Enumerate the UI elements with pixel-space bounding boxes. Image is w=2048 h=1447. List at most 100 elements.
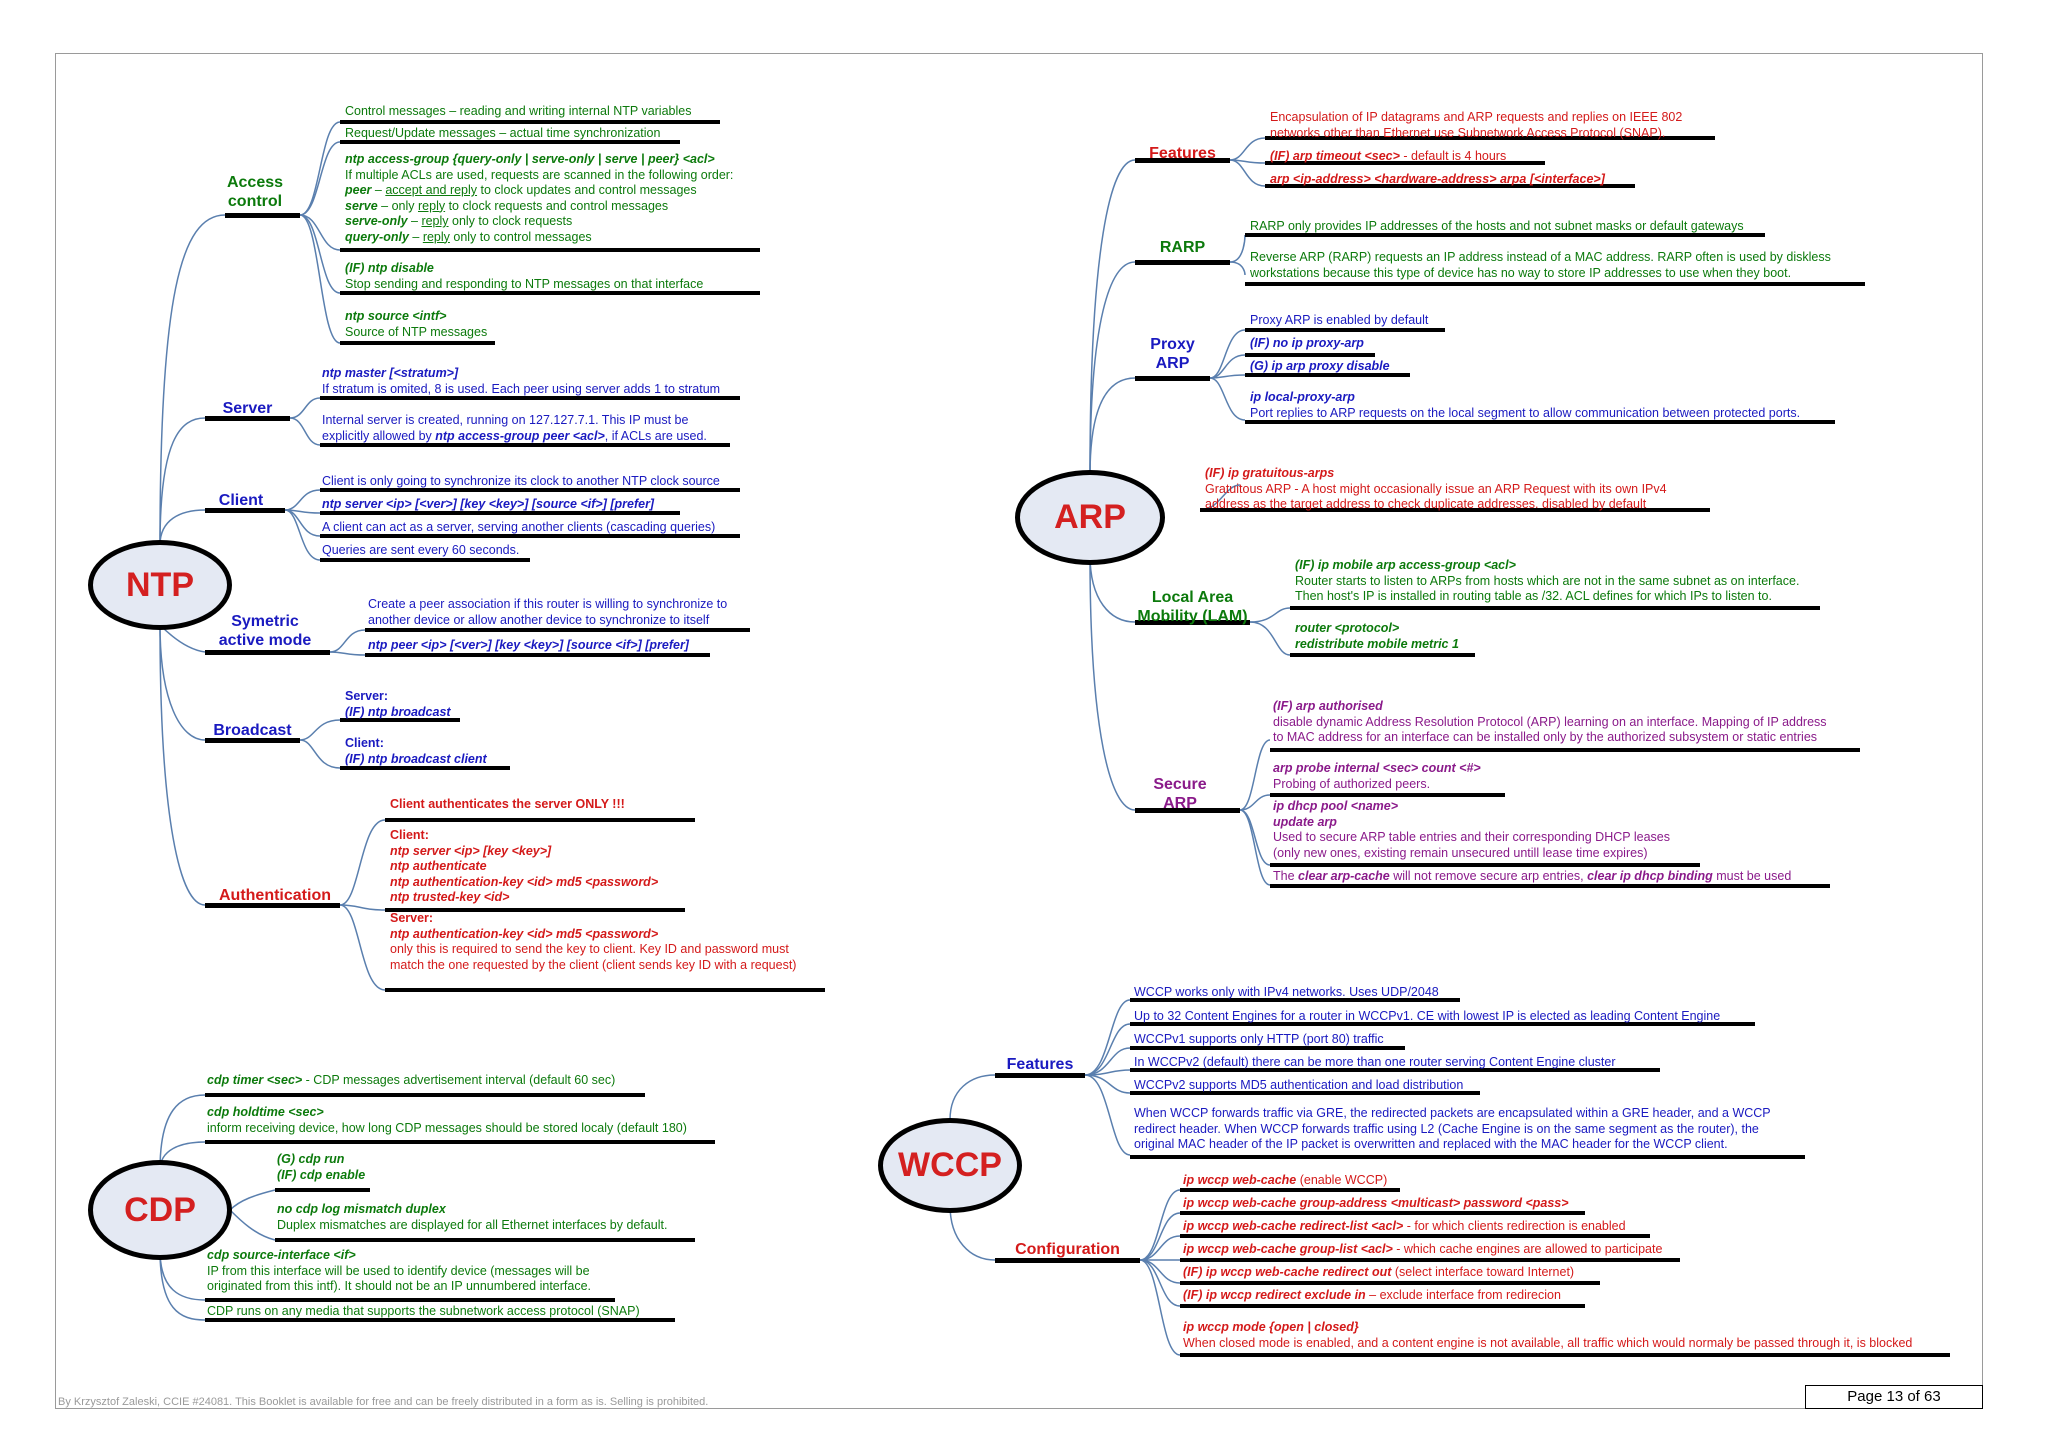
cdp-snap-note: CDP runs on any media that supports the …	[207, 1304, 640, 1318]
client-leaf-1: Client is only going to synchronize its …	[322, 474, 720, 488]
wccp-cfg-1-desc: (enable WCCP)	[1296, 1173, 1388, 1187]
wccp-mode-desc: When closed mode is enabled, and a conte…	[1183, 1335, 1913, 1350]
wccp-cfg-5-desc: (select interface toward Internet)	[1391, 1265, 1575, 1279]
branch-symetric-line1: Symetric	[231, 613, 299, 630]
cdp-source-block: cdp source-interface <if> IP from this i…	[207, 1248, 591, 1295]
wccp-cfg-1: ip wccp web-cache (enable WCCP)	[1183, 1173, 1387, 1189]
cdp-enable-cmd: (IF) cdp enable	[277, 1167, 366, 1182]
wccp-cfg-2: ip wccp web-cache group-address <multica…	[1183, 1196, 1569, 1210]
secure-authorised-cmd: (IF) arp authorised	[1273, 699, 1383, 713]
cdp-timer-desc: - CDP messages advertisement interval (d…	[302, 1073, 616, 1087]
auth-client-cmd-3: ntp authentication-key <id> md5 <passwor…	[390, 874, 659, 889]
cdp-node: CDP	[88, 1160, 232, 1260]
proxy-leaf-3: (G) ip arp proxy disable	[1250, 359, 1390, 373]
serveonly-rest: only to clock requests	[448, 214, 573, 228]
access-leaf-block: ntp access-group {query-only | serve-onl…	[345, 152, 733, 245]
branch-rarp: RARP	[1159, 239, 1206, 256]
kw-wccp-redirect-list: ip wccp web-cache redirect-list <acl>	[1183, 1219, 1404, 1233]
branch-arp-features: Features	[1149, 145, 1216, 162]
auth-client-label: Client:	[390, 828, 429, 842]
wccp-feat-3: WCCPv1 supports only HTTP (port 80) traf…	[1134, 1032, 1384, 1046]
wccp-feat-gre-block: When WCCP forwards traffic via GRE, the …	[1134, 1106, 1771, 1153]
cdp-duplex-desc: Duplex mismatches are displayed for all …	[277, 1217, 668, 1232]
access-leaf-2: Request/Update messages – actual time sy…	[345, 126, 661, 140]
access-order-note: If multiple ACLs are used, requests are …	[345, 167, 734, 182]
wccp-gre-desc-2: redirect header. When WCCP forwards traf…	[1134, 1121, 1759, 1136]
ntp-node: NTP	[88, 540, 232, 630]
ntp-master-desc: If stratum is omited, 8 is used. Each pe…	[322, 381, 721, 396]
proxy-leaf-1: Proxy ARP is enabled by default	[1250, 313, 1429, 327]
kw-peer: peer	[345, 183, 372, 197]
auth-server-desc-1: only this is required to send the key to…	[390, 942, 789, 956]
txt: will not remove secure arp entries,	[1389, 869, 1588, 883]
access-peer-line: peer – accept and reply to clock updates…	[345, 183, 733, 199]
queryonly-rest: only to control messages	[449, 229, 592, 244]
branch-secure-arp: Secure ARP	[1135, 775, 1225, 813]
lam-router-cmd: router <protocol>	[1295, 621, 1400, 635]
txt: explicitly allowed by	[322, 428, 436, 443]
access-leaf-1: Control messages – reading and writing i…	[345, 104, 692, 118]
secure-probe-desc: Probing of authorized peers.	[1273, 776, 1431, 791]
kw-wccp-exclude-in: (IF) ip wccp redirect exclude in	[1183, 1288, 1366, 1302]
auth-server-desc-2: match the one requested by the client (c…	[390, 957, 797, 972]
txt: must be used	[1712, 869, 1792, 883]
lam-redistribute-cmd: redistribute mobile metric 1	[1295, 636, 1459, 651]
branch-symetric-line2: active mode	[218, 632, 312, 649]
ntp-disable-desc: Stop sending and responding to NTP messa…	[345, 276, 704, 291]
lam-desc-2: Then host's IP is installed in routing t…	[1295, 589, 1772, 603]
auth-server-label: Server:	[390, 911, 434, 925]
page-number: Page 13 of 63	[1805, 1385, 1983, 1409]
branch-access-control-line1: Access	[226, 174, 284, 191]
txt: The	[1273, 869, 1299, 883]
kw-serve-only: serve-only	[345, 214, 408, 228]
rarp-leaf-1: RARP only provides IP addresses of the h…	[1250, 219, 1744, 233]
kw-query-only: query-only	[345, 229, 409, 244]
ntp-source-desc: Source of NTP messages	[345, 324, 488, 339]
footer-credit: By Krzysztof Zaleski, CCIE #24081. This …	[58, 1396, 709, 1408]
branch-client: Client	[218, 492, 264, 509]
symetric-block: Create a peer association if this router…	[368, 597, 727, 628]
proxy-local-block: ip local-proxy-arp Port replies to ARP r…	[1250, 390, 1800, 421]
serve-rest: to clock requests and control messages	[445, 198, 669, 213]
kw-cdp-timer: cdp timer <sec>	[207, 1073, 303, 1087]
secure-dhcp-pool-cmd: ip dhcp pool <name>	[1273, 799, 1399, 813]
auth-client-cmd-2: ntp authenticate	[390, 859, 487, 873]
cdp-duplex-cmd: no cdp log mismatch duplex	[277, 1202, 446, 1216]
symetric-desc-1: Create a peer association if this router…	[368, 597, 728, 611]
kw-wccp-redirect-out: (IF) ip wccp web-cache redirect out	[1183, 1265, 1392, 1279]
branch-wccp-configuration: Configuration	[1015, 1241, 1120, 1258]
cdp-holdtime-block: cdp holdtime <sec> inform receiving devi…	[207, 1105, 687, 1136]
branch-secure-line1: Secure	[1153, 776, 1207, 793]
branch-proxy-line1: Proxy	[1150, 336, 1195, 353]
secure-block-2: arp probe internal <sec> count <#> Probi…	[1273, 761, 1481, 792]
cdp-run-block: (G) cdp run (IF) cdp enable	[277, 1152, 365, 1183]
symetric-desc-2: another device or allow another device t…	[368, 612, 710, 627]
auth-leaf-1: Client authenticates the server ONLY !!!	[390, 797, 625, 811]
sep: –	[407, 214, 422, 228]
uline-peer: accept and reply	[385, 183, 478, 197]
arp-snap-desc-2: networks other than Ethernet use Subnetw…	[1270, 125, 1666, 140]
wccp-mode-cmd: ip wccp mode {open | closed}	[1183, 1320, 1359, 1334]
uline-serveonly: reply	[421, 214, 449, 228]
branch-symetric: Symetric active mode	[205, 612, 325, 650]
ntp-source-cmd: ntp source <intf>	[345, 309, 447, 323]
uline-queryonly: reply	[422, 229, 450, 244]
auth-client-cmd-1: ntp server <ip> [key <key>]	[390, 843, 552, 858]
sep: – only	[377, 198, 418, 213]
cdp-run-cmd: (G) cdp run	[277, 1152, 345, 1166]
broadcast-server-cmd: (IF) ntp broadcast	[345, 704, 451, 719]
rarp-block: Reverse ARP (RARP) requests an IP addres…	[1250, 250, 1831, 281]
gratuitous-cmd: (IF) ip gratuitous-arps	[1205, 466, 1335, 480]
branch-access-control-line2: control	[227, 193, 283, 210]
rarp-desc-2: workstations because this type of device…	[1250, 265, 1792, 280]
server-explicit-note: explicitly allowed by ntp access-group p…	[322, 429, 707, 445]
wccp-cfg-4: ip wccp web-cache group-list <acl> - whi…	[1183, 1242, 1662, 1258]
cdp-duplex-block: no cdp log mismatch duplex Duplex mismat…	[277, 1202, 667, 1233]
wccp-cfg-3: ip wccp web-cache redirect-list <acl> - …	[1183, 1219, 1626, 1235]
gratuitous-desc-1: Gratuitous ARP - A host might occasional…	[1205, 481, 1667, 496]
uline-serve: reply	[418, 198, 446, 213]
kw-wccp-group-list: ip wccp web-cache group-list <acl>	[1183, 1242, 1393, 1256]
auth-server-cmd: ntp authentication-key <id> md5 <passwor…	[390, 926, 659, 941]
access-group-cmd: ntp access-group {query-only | serve-onl…	[345, 152, 715, 166]
auth-client-block: Client: ntp server <ip> [key <key>] ntp …	[390, 828, 658, 906]
